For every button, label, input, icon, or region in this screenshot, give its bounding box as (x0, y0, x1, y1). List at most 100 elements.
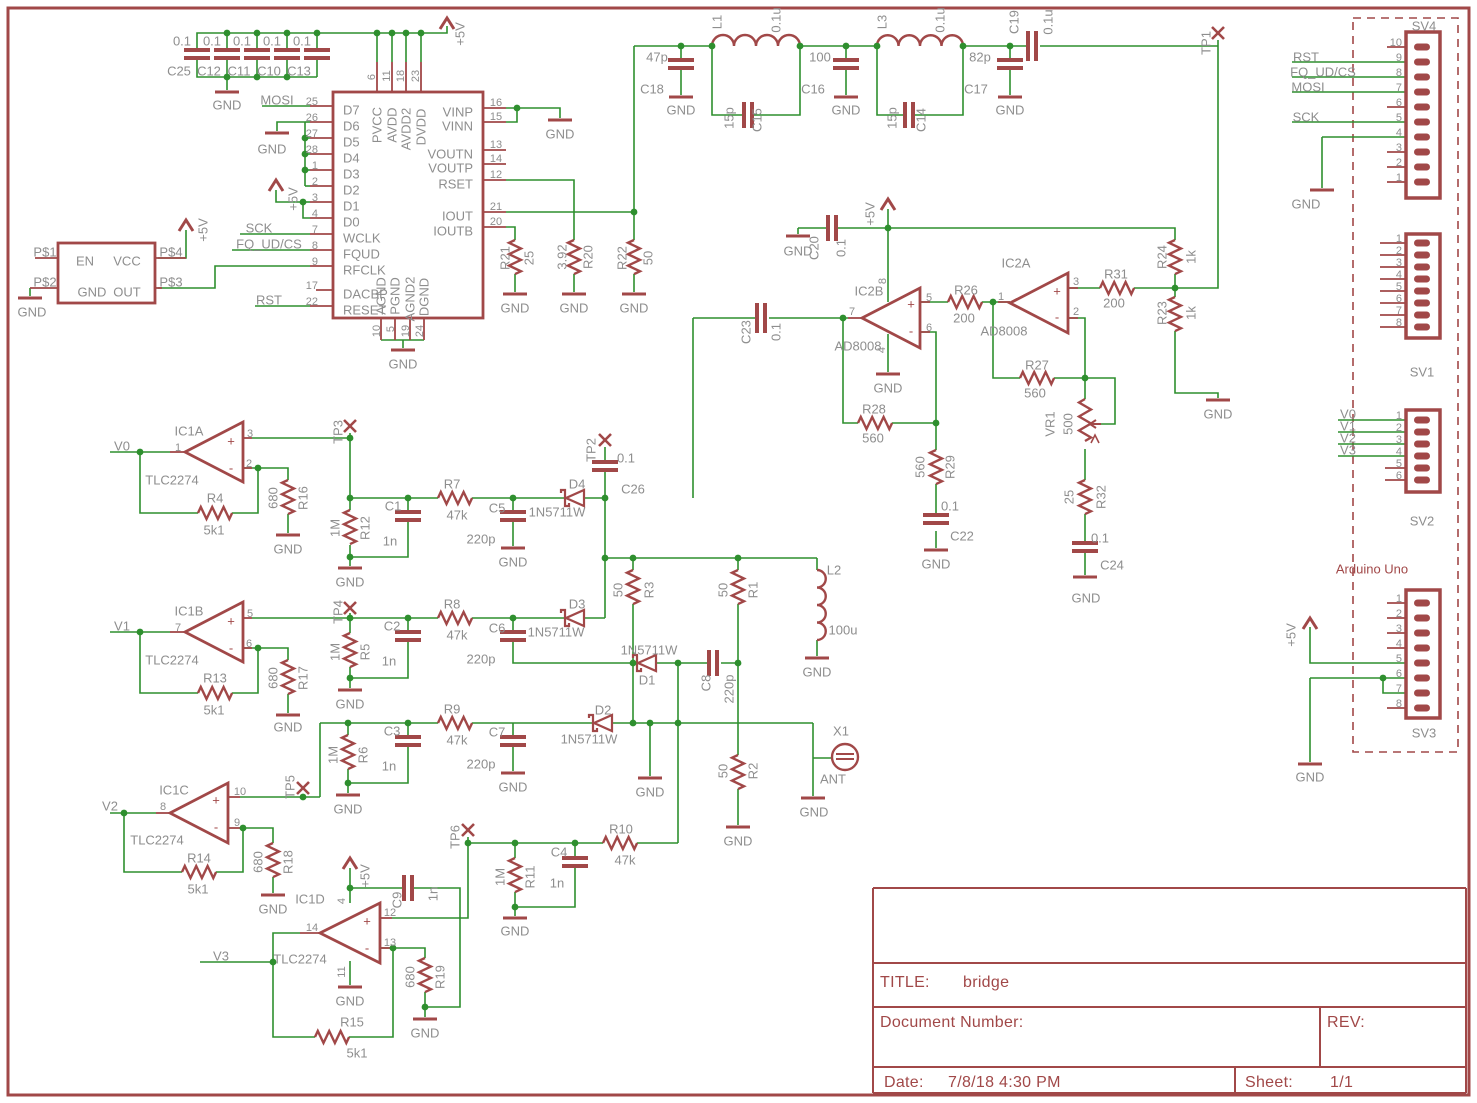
schematic-label: R10 (609, 822, 633, 837)
schematic-label: 3 (312, 192, 318, 204)
schematic-label: 1 (998, 291, 1004, 303)
schematic-label: RESET (343, 303, 386, 318)
wire (1309, 627, 1406, 664)
junction-dot (989, 298, 997, 306)
schematic-label: SV4 (1412, 19, 1437, 34)
junction-dot (344, 719, 352, 727)
schematic-label: 220p (467, 757, 496, 772)
junction-dot (136, 628, 144, 636)
schematic-label: 1 (1396, 233, 1402, 245)
junction-dot (283, 29, 291, 37)
schematic-label: 6 (1396, 470, 1402, 482)
resistor (624, 568, 642, 606)
test-point (296, 781, 310, 795)
schematic-label: GND (336, 575, 365, 590)
schematic-label: 26 (306, 112, 318, 124)
supply-5v-arrow (1301, 615, 1319, 630)
schematic-label: 3 (1396, 142, 1402, 154)
schematic-label: 5 (247, 608, 253, 620)
connector-pin (1414, 263, 1430, 271)
schematic-label: + (227, 614, 235, 629)
junction-dot (299, 793, 307, 801)
titleblock-date-label: Date: (884, 1074, 924, 1091)
junction-dot (404, 494, 412, 502)
schematic-label: C16 (801, 82, 825, 97)
diode (591, 713, 614, 733)
supply-5v-arrow (341, 855, 359, 870)
schematic-label: 47k (447, 628, 468, 643)
schematic-label: 680 (403, 966, 418, 988)
schematic-label: IOUTB (433, 224, 473, 239)
schematic-label: 1N5711W (561, 732, 619, 747)
schematic-label: 0.1 (1091, 531, 1109, 546)
schematic-label: 1k (1184, 306, 1199, 320)
schematic-label: 2 (1396, 157, 1402, 169)
junction-dot (301, 134, 309, 142)
schematic-label: 4 (876, 347, 888, 353)
connector-pin (1414, 73, 1430, 81)
schematic-label: 3 (247, 428, 253, 440)
schematic-label: GND (213, 98, 242, 113)
connector-pin (1414, 133, 1430, 141)
schematic-label: 47k (447, 733, 468, 748)
titleblock-rev-label: REV: (1327, 1014, 1365, 1031)
schematic-label: 25 (1062, 490, 1077, 504)
junction-dot (373, 29, 381, 37)
schematic-label: 8 (877, 278, 889, 284)
wire (139, 632, 198, 694)
schematic-label: 15p (722, 107, 737, 129)
schematic-label: 2 (1396, 422, 1402, 434)
schematic-label: 1 (1396, 593, 1402, 605)
diode (563, 608, 586, 628)
schematic-label: 8 (1396, 67, 1402, 79)
schematic-label: 0.1 (941, 499, 959, 514)
schematic-label: 12 (490, 169, 502, 181)
schematic-label: 6 (366, 74, 378, 80)
junction-dot (734, 659, 742, 667)
connector-pin (1414, 323, 1430, 331)
schematic-label: 1n (382, 654, 396, 669)
schematic-label: 7 (1396, 305, 1402, 317)
schematic-label: 5 (1396, 458, 1402, 470)
test-point (343, 601, 357, 615)
schematic-label: R16 (296, 486, 311, 510)
schematic-label: 5 (926, 292, 932, 304)
resistor (416, 956, 434, 994)
resistor (1166, 295, 1184, 333)
schematic-label: 200 (953, 311, 975, 326)
connector-pin (1414, 689, 1430, 697)
schematic-label: TP1 (1199, 31, 1214, 55)
schematic-label: 5k1 (204, 703, 225, 718)
wire (711, 46, 742, 116)
resistor (279, 478, 297, 516)
schematic-label: GND (636, 785, 665, 800)
schematic-label: AD8008 (981, 324, 1028, 339)
resistor (1098, 279, 1136, 297)
junction-dot (120, 809, 128, 817)
schematic-label: R28 (862, 402, 886, 417)
schematic-label: - (1055, 310, 1059, 325)
schematic-label: 5k1 (188, 882, 209, 897)
schematic-label: DGND (417, 278, 432, 316)
schematic-label: 0.1 (617, 451, 635, 466)
schematic-label: 24 (414, 325, 426, 337)
titleblock-date-value: 7/8/18 4:30 PM (948, 1074, 1061, 1091)
schematic-label: AGND (374, 277, 389, 315)
schematic-label: GND (499, 555, 528, 570)
connector-pin (1414, 464, 1430, 472)
schematic-label: D2 (343, 183, 360, 198)
schematic-label: +5V (286, 187, 301, 211)
connector-pin (1414, 704, 1430, 712)
schematic-label: 2 (246, 458, 252, 470)
wire (414, 887, 461, 1008)
schematic-label: GND (501, 924, 530, 939)
wire (1174, 331, 1219, 398)
schematic-label: C10 (257, 64, 281, 79)
schematic-label: 4 (336, 898, 348, 904)
schematic-label: VCC (113, 254, 140, 269)
schematic-label: 5k1 (204, 523, 225, 538)
schematic-label: D4 (343, 151, 360, 166)
schematic-label: AVDD2 (399, 108, 414, 150)
resistor (1076, 478, 1094, 516)
junction-dot (873, 42, 881, 50)
